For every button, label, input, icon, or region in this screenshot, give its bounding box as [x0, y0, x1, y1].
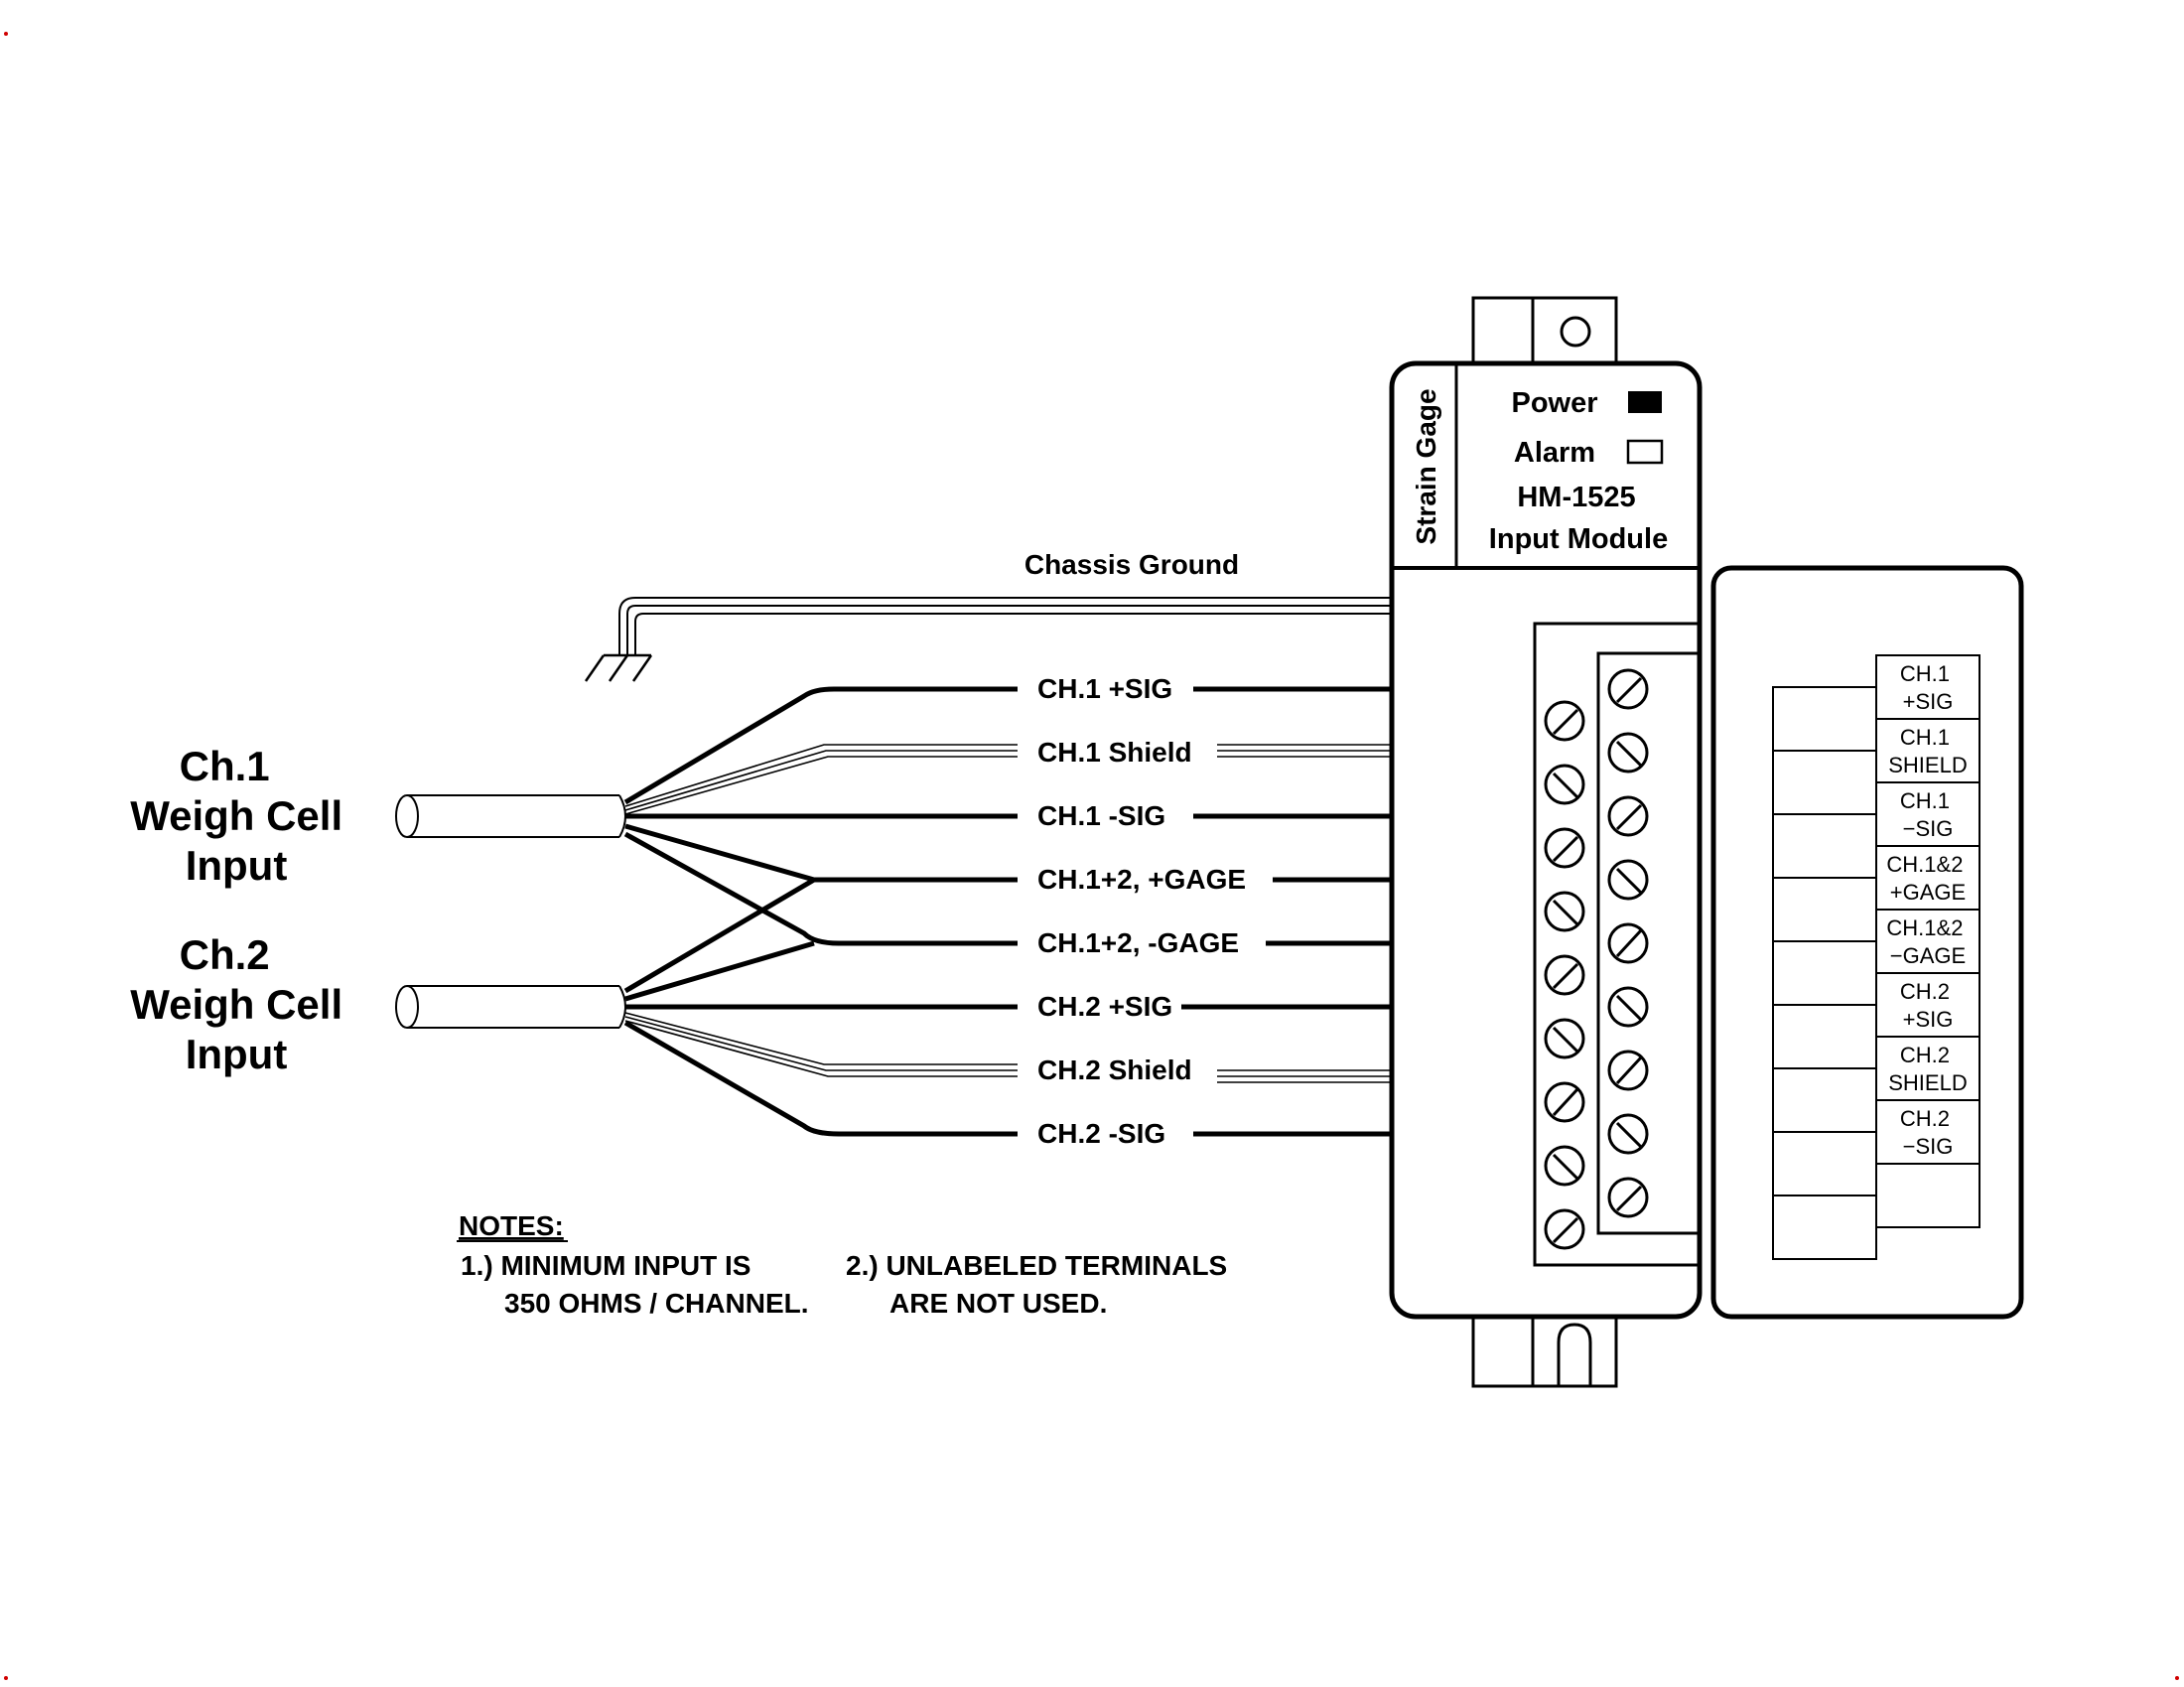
ch1-input-label: Ch.1 Weigh Cell Input — [130, 743, 354, 889]
terminal-label-ch2-minus-sig: CH.2 −SIG — [1900, 1106, 1956, 1159]
mount-slot-icon — [1557, 1323, 1592, 1386]
wire-label-ch1-plus-sig: CH.1 +SIG — [1037, 673, 1172, 704]
ch1-cable — [395, 794, 626, 838]
terminal-label-ch2-shield: CH.2 SHIELD — [1888, 1043, 1967, 1095]
wire-label-ch1-minus-sig: CH.1 -SIG — [1037, 800, 1165, 831]
strain-gage-label: Strain Gage — [1411, 388, 1441, 544]
terminal-screws — [1544, 668, 1649, 1250]
shield-fanout — [624, 744, 1018, 1077]
wire-label-ch1-shield: CH.1 Shield — [1037, 737, 1192, 768]
terminal-screw-left-column — [1544, 700, 1585, 1250]
model-label: HM-1525 — [1517, 482, 1635, 513]
top-mount-tab-screw — [1531, 296, 1618, 365]
power-led-icon — [1628, 391, 1662, 413]
terminal-label-ch1-plus-sig: CH.1 +SIG — [1900, 661, 1956, 714]
ch2-minus-sig-fan — [623, 1020, 1018, 1137]
terminal-screw-right-column — [1607, 668, 1649, 1218]
ch2-plus-gage-fan — [623, 877, 816, 994]
notes-heading: NOTES: — [459, 1210, 564, 1241]
notes: NOTES: 1.) MINIMUM INPUT IS 350 OHMS / C… — [457, 1210, 1235, 1319]
terminal-label-ch2-plus-sig: CH.2 +SIG — [1900, 979, 1956, 1032]
mount-hole-icon — [1560, 316, 1591, 348]
bottom-mount-tab — [1471, 1315, 1535, 1388]
ground-symbol-icon — [584, 653, 653, 682]
ch2-input-label: Ch.2 Weigh Cell Input — [130, 931, 354, 1077]
alarm-led-icon — [1626, 439, 1664, 465]
power-label: Power — [1511, 387, 1597, 419]
terminal-label-panel — [1710, 565, 2024, 1320]
terminal-block-inner — [1596, 651, 1702, 1235]
alarm-label: Alarm — [1514, 437, 1595, 469]
ch1-plus-gage-fan — [624, 823, 1018, 883]
chassis-ground-label: Chassis Ground — [1024, 549, 1239, 580]
label-panel-housing — [1710, 565, 2024, 1320]
note-2: 2.) UNLABELED TERMINALS ARE NOT USED. — [846, 1250, 1235, 1319]
terminal-label-plus-gage: CH.1&2 +GAGE — [1886, 852, 1969, 905]
wire-fanout — [623, 686, 1018, 1137]
ch1-minus-gage-fan — [623, 831, 1018, 946]
wire-label-ch2-minus-sig: CH.2 -SIG — [1037, 1118, 1165, 1149]
bottom-mount-tab-slot — [1531, 1315, 1618, 1388]
corner-marks — [4, 32, 2179, 1680]
ch2-cable — [395, 985, 626, 1029]
wire-label-plus-gage: CH.1+2, +GAGE — [1037, 864, 1246, 895]
top-mount-tab — [1471, 296, 1535, 365]
terminal-labels: CH.1 +SIG CH.1 SHIELD CH.1 −SIG CH.1&2 +… — [1886, 661, 1969, 1159]
terminal-label-minus-gage: CH.1&2 −GAGE — [1886, 915, 1969, 968]
module-type-label: Input Module — [1489, 523, 1668, 555]
ch2-minus-gage-fan — [624, 940, 815, 1002]
note-1: 1.) MINIMUM INPUT IS 350 OHMS / CHANNEL. — [461, 1250, 809, 1319]
wire-labels: CH.1 +SIG CH.1 Shield CH.1 -SIG CH.1+2, … — [1037, 673, 1246, 1149]
wire-label-ch2-plus-sig: CH.2 +SIG — [1037, 991, 1172, 1022]
ch1-plus-sig-fan — [623, 686, 1018, 805]
wire-label-ch2-shield: CH.2 Shield — [1037, 1054, 1192, 1085]
wire-label-minus-gage: CH.1+2, -GAGE — [1037, 927, 1239, 958]
terminal-label-ch1-minus-sig: CH.1 −SIG — [1900, 788, 1956, 841]
terminal-label-ch1-shield: CH.1 SHIELD — [1888, 725, 1967, 777]
